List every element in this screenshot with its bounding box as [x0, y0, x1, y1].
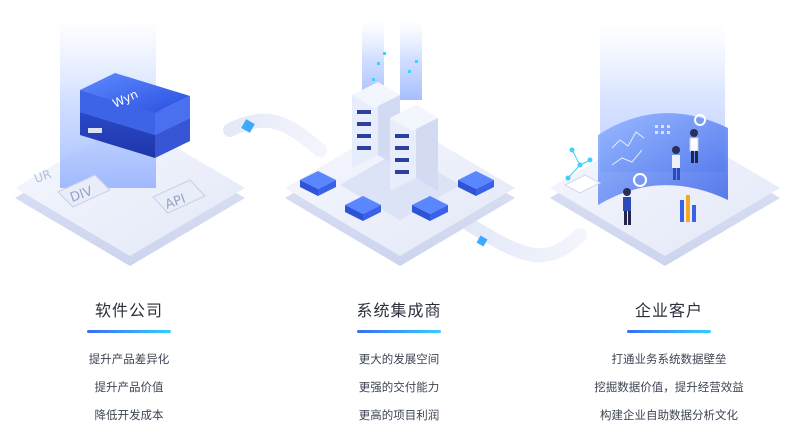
hero-illustration: DIV API UR Wyn — [15, 18, 780, 266]
title-underline — [357, 330, 441, 333]
list-item: 提升产品价值 — [94, 380, 164, 394]
node-dot — [476, 235, 488, 247]
benefit-list: 更大的发展空间 更强的交付能力 更高的项目利润 — [279, 345, 519, 429]
list-item: 提升产品差异化 — [88, 352, 170, 366]
node-dot — [241, 119, 255, 133]
platform-enterprise — [550, 22, 780, 266]
list-item: 构建企业自助数据分析文化 — [600, 408, 738, 422]
platform-software: DIV API UR Wyn — [15, 18, 245, 266]
chip-div-label: DIV — [68, 184, 95, 206]
title-underline — [87, 330, 171, 333]
column-system-integrator: 系统集成商 更大的发展空间 更强的交付能力 更高的项目利润 — [279, 300, 519, 429]
title-underline — [627, 330, 711, 333]
illustration-svg: DIV API UR Wyn — [15, 18, 780, 266]
list-item: 挖掘数据价值，提升经营效益 — [594, 380, 744, 394]
connector-pipe — [463, 218, 587, 263]
connector-pipe — [223, 113, 327, 157]
column-title: 企业客户 — [634, 301, 703, 320]
list-item: 更高的项目利润 — [358, 408, 440, 422]
column-title: 系统集成商 — [356, 301, 442, 320]
column-title: 软件公司 — [94, 301, 163, 320]
list-item: 降低开发成本 — [94, 408, 164, 422]
list-item: 打通业务系统数据壁垒 — [611, 352, 727, 366]
column-software-company: 软件公司 提升产品差异化 提升产品价值 降低开发成本 — [9, 300, 249, 429]
column-enterprise-client: 企业客户 打通业务系统数据壁垒 挖掘数据价值，提升经营效益 构建企业自助数据分析… — [549, 300, 789, 429]
list-item: 更大的发展空间 — [358, 352, 440, 366]
platform-integrator — [285, 20, 515, 266]
list-item: 更强的交付能力 — [358, 380, 440, 394]
chip-ur-label: UR — [32, 167, 53, 186]
benefit-list: 打通业务系统数据壁垒 挖掘数据价值，提升经营效益 构建企业自助数据分析文化 — [549, 345, 789, 429]
chip-api-label: API — [163, 192, 187, 213]
benefit-list: 提升产品差异化 提升产品价值 降低开发成本 — [9, 345, 249, 429]
